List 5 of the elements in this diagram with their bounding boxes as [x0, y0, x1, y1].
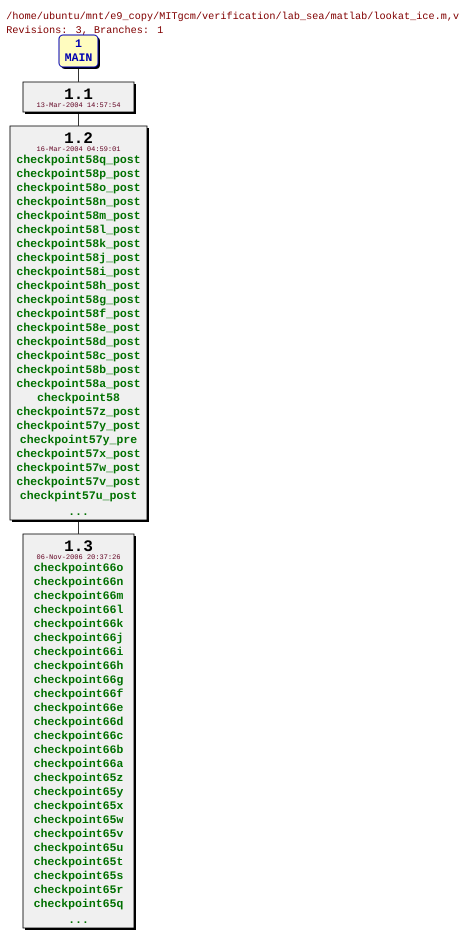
branch-box: 1 MAIN: [58, 34, 100, 69]
connector-line: [78, 520, 79, 534]
file-path: /home/ubuntu/mnt/e9_copy/MITgcm/verification/lab_sea/matlab/lookat_ice.m,v: [6, 12, 459, 22]
connector-line: [78, 67, 79, 82]
connector-line: [78, 112, 79, 126]
